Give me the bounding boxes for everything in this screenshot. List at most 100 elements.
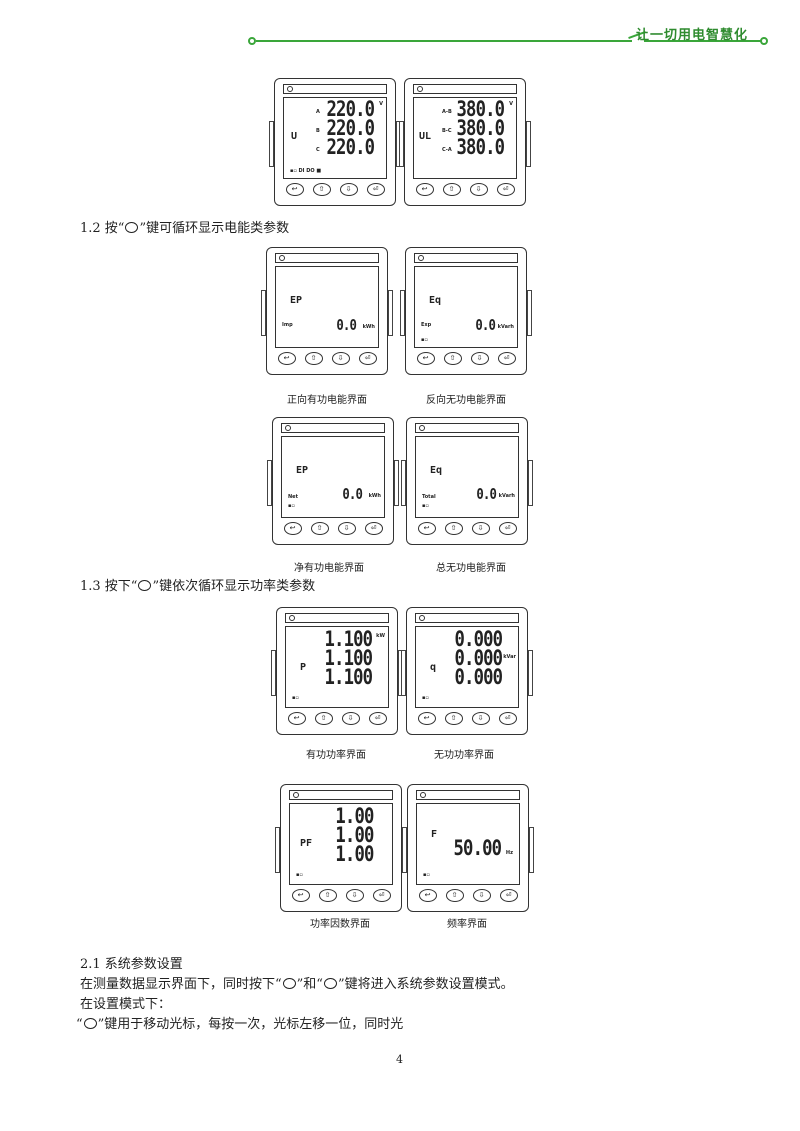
brand-logo-icon [279, 254, 285, 261]
right-button[interactable]: ⇩ [471, 522, 490, 535]
enter-button[interactable]: ⏎ [366, 183, 385, 196]
brand-logo-icon [287, 85, 293, 92]
lcd-screen: q 0.000 0.000 0.000 kVar ▪▫ [415, 626, 519, 708]
energy-tag: Exp [421, 322, 432, 328]
left-button[interactable]: ⇧ [304, 352, 323, 365]
lcd-symbol: EP [296, 465, 309, 476]
header-slogan: 让一切用电智慧化 [635, 28, 748, 43]
brand-logo-icon [417, 85, 423, 92]
right-button[interactable]: ⇩ [469, 183, 488, 196]
right-button[interactable]: ⇩ [331, 352, 350, 365]
phase-label: A-B [442, 109, 452, 115]
left-button[interactable]: ⇧ [310, 522, 329, 535]
lcd-value: 1.100 [324, 627, 373, 651]
lcd-value: 220.0 [326, 97, 375, 121]
enter-button[interactable]: ⏎ [368, 712, 387, 725]
enter-button[interactable]: ⏎ [498, 522, 517, 535]
meter-voltage-phase: U A B C 220.0 220.0 220.0 V ▪▫ DI DO ■ ↩… [269, 78, 401, 206]
meter-buttons: ↩ ⇧ ⇩ ⏎ [408, 889, 528, 903]
enter-button[interactable]: ⏎ [498, 712, 517, 725]
meter-brand [414, 253, 518, 263]
menu-button[interactable]: ↩ [415, 183, 434, 196]
lcd-indicators: ▪▫ [421, 337, 428, 343]
lcd-value: 1.00 [335, 842, 375, 866]
enter-button[interactable]: ⏎ [496, 183, 515, 196]
header-rule-right [644, 40, 762, 42]
meter-buttons: ↩ ⇧ ⇩ ⏎ [277, 712, 397, 726]
right-button[interactable]: ⇩ [472, 889, 491, 902]
lcd-symbol: P [300, 662, 307, 673]
right-button[interactable]: ⇩ [470, 352, 489, 365]
caption: 无功功率界面 [434, 750, 494, 761]
lcd-indicators: ▪▫ [296, 872, 303, 878]
header-dot-left [248, 37, 256, 45]
down-key-icon [125, 222, 139, 233]
caption: 有功功率界面 [306, 750, 366, 761]
caption: 总无功电能界面 [436, 563, 506, 574]
meter-fwd-active-energy: EP Imp 0.0 kWh ↩ ⇧ ⇩ ⏎ [261, 247, 393, 375]
lcd-indicators: ▪▫ [422, 503, 429, 509]
right-button[interactable]: ⇩ [345, 889, 364, 902]
menu-button[interactable]: ↩ [287, 712, 306, 725]
lcd-unit: kVarh [497, 324, 514, 330]
lcd-symbol: Eq [430, 465, 443, 476]
left-button[interactable]: ⇧ [314, 712, 333, 725]
section-1-3-heading: 1.3 按下“”键依次循环显示功率类参数 [80, 579, 316, 594]
menu-button[interactable]: ↩ [417, 522, 436, 535]
enter-button[interactable]: ⏎ [372, 889, 391, 902]
lcd-value: 0.000 [454, 646, 503, 670]
section-2-1-heading: 2.1 系统参数设置 [80, 957, 183, 972]
meter-buttons: ↩ ⇧ ⇩ ⏎ [407, 712, 527, 726]
menu-button[interactable]: ↩ [418, 889, 437, 902]
enter-button[interactable]: ⏎ [358, 352, 377, 365]
left-button[interactable]: ⇧ [444, 522, 463, 535]
enter-button[interactable]: ⏎ [499, 889, 518, 902]
left-button[interactable]: ⇧ [445, 889, 464, 902]
left-button[interactable]: ⇧ [442, 183, 461, 196]
lcd-indicators: ▪▫ [292, 695, 299, 701]
menu-button[interactable]: ↩ [416, 352, 435, 365]
right-button[interactable]: ⇩ [337, 522, 356, 535]
meter-buttons: ↩ ⇧ ⇩ ⏎ [281, 889, 401, 903]
lcd-value: 0.0 [336, 316, 357, 334]
section-1-2-heading: 1.2 按“”键可循环显示电能类参数 [80, 221, 290, 236]
lcd-value: 0.0 [342, 485, 363, 503]
right-button[interactable]: ⇩ [341, 712, 360, 725]
meter-buttons: ↩ ⇧ ⇩ ⏎ [273, 522, 393, 536]
lcd-screen: UL A-B B-C C-A 380.0 380.0 380.0 V [413, 97, 517, 179]
lcd-value: 220.0 [326, 116, 375, 140]
meter-brand [413, 84, 517, 94]
lcd-indicators: ▪▫ [422, 695, 429, 701]
menu-button[interactable]: ↩ [291, 889, 310, 902]
left-button[interactable]: ⇧ [443, 352, 462, 365]
brand-logo-icon [418, 254, 424, 261]
menu-button[interactable]: ↩ [283, 522, 302, 535]
meter-reactive-power: q 0.000 0.000 0.000 kVar ▪▫ ↩ ⇧ ⇩ ⏎ [401, 607, 533, 735]
left-button[interactable]: ⇧ [318, 889, 337, 902]
lcd-unit: kW [376, 633, 385, 639]
meter-brand [416, 790, 520, 800]
lcd-unit: kWh [368, 493, 381, 499]
menu-button[interactable]: ↩ [277, 352, 296, 365]
lcd-screen: PF 1.00 1.00 1.00 ▪▫ [289, 803, 393, 885]
paragraph-cursor-key: “”键用于移动光标，每按一次，光标左移一位，同时光 [76, 1017, 404, 1032]
lcd-indicators: ▪▫ [288, 503, 295, 509]
lcd-symbol: EP [290, 295, 303, 306]
enter-button[interactable]: ⏎ [364, 522, 383, 535]
brand-logo-icon [419, 614, 425, 621]
meter-frequency: F 50.00 Hz ▪▫ ↩ ⇧ ⇩ ⏎ [402, 784, 534, 912]
lcd-unit: kVarh [498, 493, 515, 499]
menu-button[interactable]: ↩ [417, 712, 436, 725]
energy-tag: Imp [282, 322, 293, 328]
menu-button[interactable]: ↩ [285, 183, 304, 196]
right-button[interactable]: ⇩ [471, 712, 490, 725]
right-button[interactable]: ⇩ [339, 183, 358, 196]
lcd-value: 1.00 [335, 804, 375, 828]
left-button[interactable]: ⇧ [444, 712, 463, 725]
left-button[interactable]: ⇧ [312, 183, 331, 196]
energy-tag: Net [288, 494, 298, 500]
lcd-symbol: U [291, 131, 298, 142]
enter-button[interactable]: ⏎ [497, 352, 516, 365]
meter-brand [285, 613, 389, 623]
down-key-icon [138, 580, 152, 591]
